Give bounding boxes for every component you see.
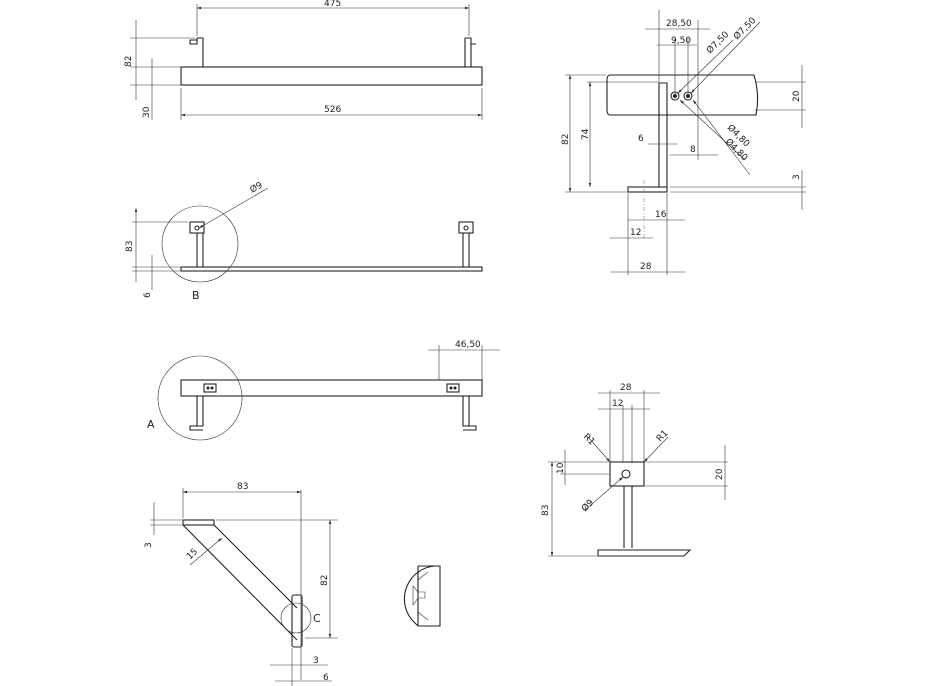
dim-526: 526 bbox=[324, 105, 341, 115]
dim-12: 12 bbox=[630, 228, 641, 238]
dim-10: 10 bbox=[556, 462, 566, 474]
dim-28-50: 28,50 bbox=[666, 19, 692, 29]
wall-flange bbox=[291, 594, 303, 648]
dim-3: 3 bbox=[144, 542, 154, 548]
dim-dia-7-50-a: Ø7,50 bbox=[704, 29, 731, 56]
profile-upright bbox=[658, 82, 668, 188]
dim-46-50: 46,50 bbox=[455, 340, 481, 350]
end-block bbox=[609, 461, 645, 487]
dim-82: 82 bbox=[320, 575, 330, 586]
detail-label-a: A bbox=[147, 418, 155, 431]
dim-dia-9: Ø9 bbox=[579, 497, 596, 514]
view-plan-detail-a: 46,50 A bbox=[147, 340, 500, 441]
dim-28: 28 bbox=[620, 383, 632, 393]
bracket-arm bbox=[182, 524, 298, 641]
view-front-elevation: 475 526 82 30 bbox=[124, 0, 483, 120]
dim-74: 74 bbox=[581, 128, 591, 140]
detail-a-circle bbox=[157, 355, 243, 441]
dim-20: 20 bbox=[792, 90, 802, 102]
detail-c-circle bbox=[280, 602, 312, 634]
dim-6: 6 bbox=[143, 292, 153, 298]
dim-12: 12 bbox=[612, 399, 623, 409]
right-mount bbox=[464, 37, 476, 67]
left-mount bbox=[189, 37, 204, 67]
dim-r1-left: R1 bbox=[581, 432, 597, 448]
dim-83: 83 bbox=[125, 241, 135, 252]
dim-20: 20 bbox=[715, 468, 725, 480]
dim-flange-6: 6 bbox=[323, 673, 329, 683]
dim-9-50: 9,50 bbox=[671, 36, 691, 46]
profile-base bbox=[627, 186, 668, 193]
towel-bar-body bbox=[180, 66, 483, 86]
dim-dia-7-50-b: Ø7,50 bbox=[731, 15, 758, 42]
dim-dia-9: Ø9 bbox=[248, 180, 265, 196]
dim-83: 83 bbox=[237, 482, 248, 492]
dim-16: 16 bbox=[655, 210, 667, 220]
view-bracket-detail-c: 83 3 15 82 C 3 6 bbox=[144, 482, 441, 686]
view-side-detail-b: Ø9 83 6 B bbox=[125, 180, 483, 302]
detail-label-c: C bbox=[313, 612, 321, 625]
bar-plan bbox=[180, 379, 483, 397]
detail-label-b: B bbox=[192, 289, 200, 302]
dim-475: 475 bbox=[324, 0, 341, 9]
dim-83: 83 bbox=[541, 505, 551, 516]
end-base bbox=[597, 549, 692, 557]
bracket-top-plate bbox=[182, 519, 215, 526]
dim-3: 3 bbox=[792, 174, 802, 180]
dim-6: 6 bbox=[638, 134, 644, 144]
base-plate bbox=[180, 266, 483, 272]
detail-c-enlarged bbox=[403, 565, 441, 627]
dim-web-3: 3 bbox=[313, 656, 319, 666]
dim-r1-right: R1 bbox=[655, 429, 671, 445]
dim-15: 15 bbox=[185, 547, 200, 562]
bar-profile bbox=[606, 74, 759, 116]
dim-82: 82 bbox=[561, 134, 571, 145]
dim-8: 8 bbox=[690, 145, 696, 155]
dim-30: 30 bbox=[142, 106, 152, 118]
view-profile-section: 28,50 9,50 Ø7,50 Ø7,50 Ø4,80 Ø4,80 82 74… bbox=[561, 10, 806, 275]
dim-28: 28 bbox=[640, 262, 652, 272]
detail-b-circle bbox=[161, 205, 239, 283]
dim-82: 82 bbox=[124, 56, 134, 67]
view-end: 28 12 R1 R1 10 20 Ø9 83 bbox=[541, 383, 728, 557]
